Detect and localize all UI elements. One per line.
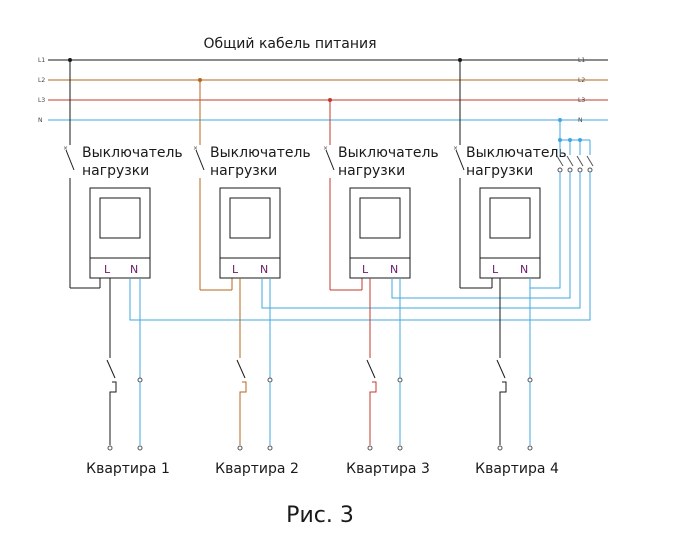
- meter-1-terminal-n: N: [130, 263, 138, 276]
- svg-text:×: ×: [453, 145, 458, 152]
- meter-2-display: [229, 197, 271, 239]
- switch-2-label-line2: нагрузки: [210, 163, 277, 179]
- svg-text:×: ×: [193, 145, 198, 152]
- meter-4: [479, 187, 541, 279]
- apartment-4-lines: [496, 278, 533, 451]
- meter-3-display: [359, 197, 401, 239]
- apartment-3-label: Квартира 3: [346, 461, 430, 477]
- figure-caption: Рис. 3: [286, 503, 354, 528]
- meter-4-terminal-l: L: [492, 263, 499, 276]
- neutral-return-wires: [129, 172, 591, 321]
- switch-1-label-line2: нагрузки: [82, 163, 149, 179]
- apartment-2-label: Квартира 2: [215, 461, 299, 477]
- svg-text:×: ×: [63, 145, 68, 152]
- switch-4-label-line1: Выключатель: [466, 145, 567, 161]
- neutral-distribution: [558, 118, 591, 155]
- meter-3-terminal-n: N: [390, 263, 398, 276]
- switch-3-label-line1: Выключатель: [338, 145, 439, 161]
- meter-1: [89, 187, 151, 279]
- unit-4: × Выключатель нагрузки L N: [453, 58, 567, 289]
- bus-label-l3-right: L3: [578, 97, 585, 104]
- bus-label-l1-right: L1: [578, 57, 585, 64]
- apartment-3-lines: [366, 278, 403, 451]
- switch-4-label-line2: нагрузки: [466, 163, 533, 179]
- unit-2: × Выключатель нагрузки L N: [193, 78, 311, 291]
- bus-label-n-left: N: [38, 117, 43, 124]
- bus-label-l2-left: L2: [38, 77, 45, 84]
- meter-4-terminal-n: N: [520, 263, 528, 276]
- bus-label-l1-left: L1: [38, 57, 45, 64]
- apartment-2-lines: [236, 278, 273, 451]
- bus-label-n-right: N: [578, 117, 583, 124]
- apartment-1-lines: [106, 278, 143, 451]
- switch-3-label-line2: нагрузки: [338, 163, 405, 179]
- switch-1-label-line1: Выключатель: [82, 145, 183, 161]
- unit-1: × Выключатель нагрузки L N: [63, 58, 183, 289]
- apartment-1-label: Квартира 1: [86, 461, 170, 477]
- bus-label-l3-left: L3: [38, 97, 45, 104]
- bus-lines: [48, 59, 608, 121]
- meter-4-display: [489, 197, 531, 239]
- meter-3: [349, 187, 411, 279]
- meter-2-terminal-l: L: [232, 263, 239, 276]
- meter-2: [219, 187, 281, 279]
- svg-text:×: ×: [323, 145, 328, 152]
- meter-1-terminal-l: L: [104, 263, 111, 276]
- bus-label-l2-right: L2: [578, 77, 585, 84]
- switch-2-label-line1: Выключатель: [210, 145, 311, 161]
- unit-3: × Выключатель нагрузки L N: [323, 98, 439, 291]
- apartment-4-label: Квартира 4: [475, 461, 559, 477]
- meter-1-display: [99, 197, 141, 239]
- meter-2-terminal-n: N: [260, 263, 268, 276]
- diagram-title: Общий кабель питания: [203, 36, 376, 52]
- meter-3-terminal-l: L: [362, 263, 369, 276]
